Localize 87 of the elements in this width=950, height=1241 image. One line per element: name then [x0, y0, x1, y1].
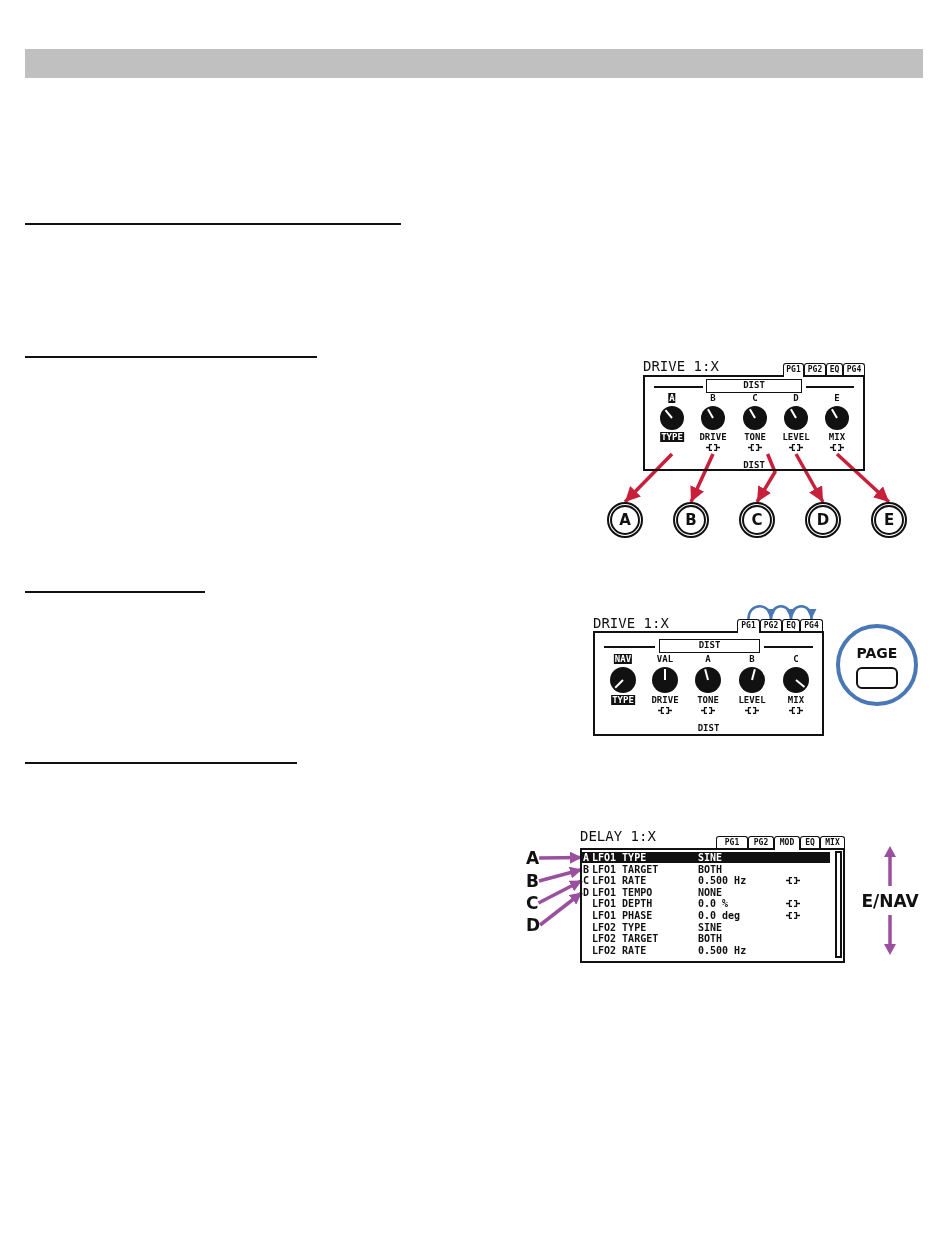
page-tab: MOD — [774, 836, 800, 850]
footer-label: DIST — [743, 460, 765, 470]
knob-label: MIX — [787, 695, 805, 705]
knob-label: TONE — [744, 432, 766, 442]
knob-letter: A — [705, 654, 711, 664]
knob-letter: VAL — [656, 654, 674, 664]
arrow — [835, 452, 891, 504]
knob-letter: C — [793, 654, 799, 664]
knob-letter: E — [834, 393, 840, 403]
button-label: PAGE — [856, 645, 898, 661]
parameter-value: 0.500 Hz — [698, 875, 747, 886]
parameter-value: 0.500 Hz — [698, 945, 747, 956]
highlight-circle — [836, 624, 918, 706]
knob-label: LEVEL — [738, 695, 766, 705]
page-tab: EQ — [826, 363, 843, 375]
rotary-knob: E — [871, 502, 907, 538]
name-display: DIST — [659, 639, 760, 653]
curved-arrow — [769, 605, 795, 620]
parameter-name: LFO2 RATE — [592, 945, 647, 956]
arrow — [689, 453, 715, 503]
knob-letter: C — [752, 393, 758, 403]
screen-title: DRIVE 1:X — [643, 358, 719, 374]
callout-letter: D — [526, 915, 541, 935]
parameter-value: NONE — [698, 887, 723, 898]
arrow — [538, 866, 583, 883]
callout-letter: B — [526, 871, 539, 891]
rotary-knob: A — [607, 502, 643, 538]
knob-letter: A — [668, 393, 676, 403]
parameter-name: LFO2 TARGET — [592, 933, 659, 944]
page-tab: PG4 — [843, 363, 865, 375]
knob-label: TYPE — [611, 695, 635, 705]
page-tab: EQ — [800, 836, 820, 848]
page-tab: EQ — [782, 619, 800, 631]
arrow — [539, 851, 582, 864]
parameter-name: LFO1 TEMPO — [592, 887, 653, 898]
row-marker: D — [583, 887, 590, 898]
page-tab: PG2 — [760, 619, 782, 631]
screen-title: DELAY 1:X — [580, 828, 656, 844]
footer-label: DIST — [697, 723, 720, 733]
name-display: DIST — [706, 379, 802, 393]
parameter-value: 0.0 deg — [698, 910, 741, 921]
knob-label: LEVEL — [782, 432, 810, 442]
parameter-name: LFO1 DEPTH — [592, 898, 653, 909]
parameter-value: SINE — [698, 922, 723, 933]
page-tab: PG1 — [716, 836, 748, 848]
callout-letter: C — [526, 893, 539, 913]
knob-letter: D — [793, 393, 799, 403]
screen-title: DRIVE 1:X — [593, 615, 669, 631]
row-marker: B — [583, 864, 590, 875]
knob-label: DRIVE — [699, 432, 727, 442]
knob-letter: NAV — [613, 654, 633, 664]
callout-letter: A — [526, 848, 540, 868]
curved-arrow — [747, 605, 775, 620]
rotary-knob: C — [739, 502, 775, 538]
parameter-name: LFO1 PHASE — [592, 910, 653, 921]
page-tab: PG2 — [748, 836, 774, 848]
parameter-name: LFO1 RATE — [592, 875, 647, 886]
page-tab: PG1 — [737, 619, 760, 633]
knob-label: TYPE — [660, 432, 684, 442]
arrow — [755, 453, 777, 503]
selected-row — [582, 852, 830, 863]
parameter-name: LFO1 TARGET — [592, 864, 659, 875]
page-tab: PG2 — [804, 363, 826, 375]
page-tab: PG1 — [783, 363, 804, 377]
knob-label: MIX — [828, 432, 846, 442]
row-marker: A — [583, 852, 590, 863]
arrow — [623, 452, 674, 504]
arrow — [537, 878, 583, 905]
arrow — [794, 453, 825, 503]
page-tab: PG4 — [800, 619, 823, 631]
page-tab: MIX — [820, 836, 845, 848]
knob-label: DRIVE — [651, 695, 679, 705]
arrow — [539, 891, 584, 927]
parameter-value: BOTH — [698, 933, 723, 944]
knob-letter: B — [710, 393, 716, 403]
rotary-knob: B — [673, 502, 709, 538]
curved-arrow — [789, 605, 816, 620]
parameter-value: 0.0 % — [698, 898, 729, 909]
parameter-value: SINE — [698, 852, 723, 863]
parameter-name: LFO2 TYPE — [592, 922, 647, 933]
rotary-knob: D — [805, 502, 841, 538]
control-label: E/NAV — [861, 891, 919, 911]
knob-label: TONE — [697, 695, 719, 705]
parameter-name: LFO1 TYPE — [592, 852, 647, 863]
row-marker: C — [583, 875, 590, 886]
parameter-value: BOTH — [698, 864, 723, 875]
knob-letter: B — [749, 654, 755, 664]
